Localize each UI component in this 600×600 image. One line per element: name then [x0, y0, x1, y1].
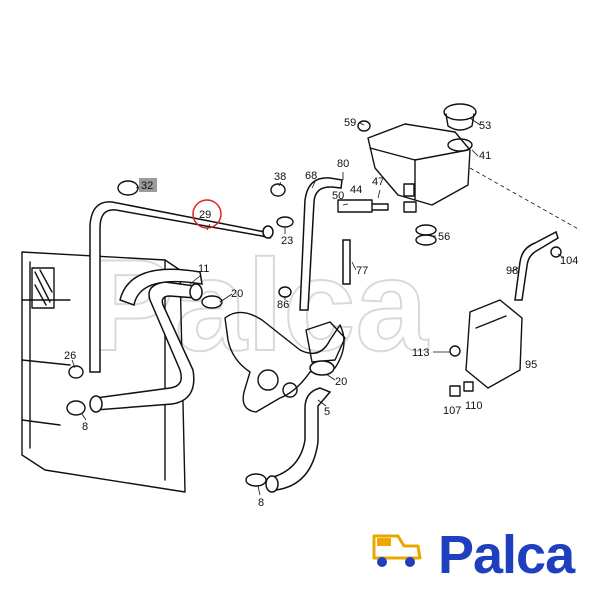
part-32-badge	[139, 178, 157, 192]
tube-77	[342, 239, 351, 285]
hose-11	[89, 268, 203, 413]
expansion-tank	[367, 123, 471, 213]
callout-26: 26	[64, 350, 76, 362]
water-pump-housing	[224, 311, 346, 413]
pipe-68	[299, 177, 343, 311]
callout-56: 56	[438, 231, 450, 243]
clamps	[66, 120, 562, 487]
grommet-56	[415, 224, 437, 246]
callout-68: 68	[305, 170, 317, 182]
callout-53: 53	[479, 120, 491, 132]
callout-80: 80	[337, 158, 349, 170]
watermark-text: Palca	[88, 232, 429, 378]
callout-20-upper: 20	[231, 288, 243, 300]
callout-38: 38	[274, 171, 286, 183]
hose-5	[265, 387, 332, 493]
callout-95: 95	[525, 359, 537, 371]
callout-104: 104	[560, 255, 578, 267]
sensor-assembly	[337, 199, 389, 213]
callout-86: 86	[277, 299, 289, 311]
callout-77: 77	[356, 265, 368, 277]
callout-47: 47	[372, 176, 384, 188]
callout-59: 59	[344, 117, 356, 129]
callout-29: 29	[199, 209, 211, 221]
callout-44: 44	[350, 184, 362, 196]
callout-20-lower: 20	[335, 376, 347, 388]
callout-113: 113	[412, 347, 430, 359]
callout-labels: 29 32 11 20 20 23 38 68 80 50 44 47 59 5…	[64, 117, 578, 509]
leader-lines	[71, 117, 565, 496]
palca-logo: Palca	[368, 524, 580, 590]
car-logo-icon	[372, 534, 422, 567]
callout-8-bottom: 8	[258, 497, 264, 509]
callout-41: 41	[479, 150, 491, 162]
leader-dashed	[469, 167, 581, 231]
callout-110: 110	[465, 400, 483, 412]
highlight-circle	[192, 199, 222, 229]
reservoir-95	[465, 299, 523, 389]
upper-coolant-hose	[89, 201, 274, 373]
pipe-98	[514, 230, 559, 301]
logo-text: Palca	[438, 525, 575, 585]
callout-11: 11	[198, 263, 209, 275]
callout-98: 98	[506, 265, 518, 277]
callout-23: 23	[281, 235, 293, 247]
cap-53	[443, 103, 477, 152]
callout-5: 5	[324, 406, 330, 418]
callout-50: 50	[332, 190, 344, 202]
callout-107: 107	[443, 405, 461, 417]
callout-8-left: 8	[82, 421, 88, 433]
callout-32: 32	[141, 180, 153, 192]
